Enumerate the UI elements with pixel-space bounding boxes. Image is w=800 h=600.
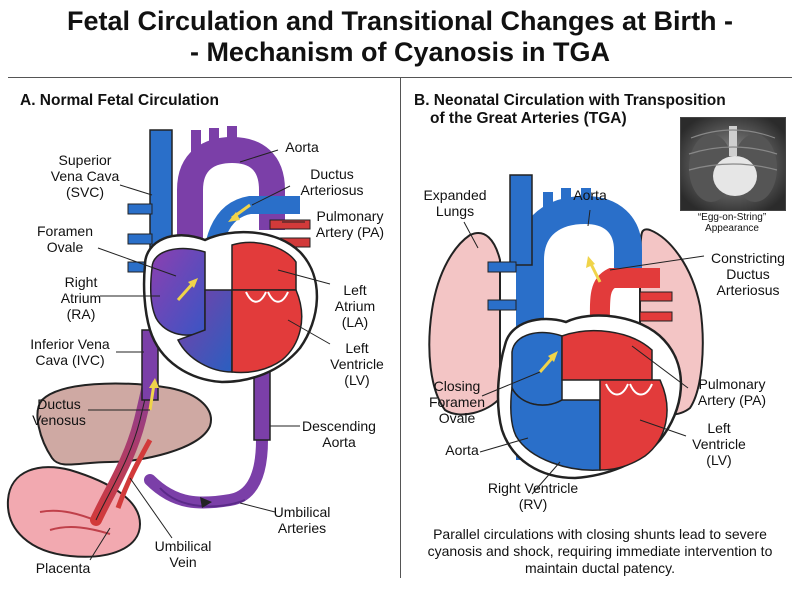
label-tga-pulmonary-artery: Pulmonary Artery (PA) xyxy=(697,376,767,408)
umbilical-arteries-vessel xyxy=(144,354,268,509)
title-line-2: - Mechanism of Cyanosis in TGA xyxy=(189,37,611,67)
label-svc: Superior Vena Cava (SVC) xyxy=(50,152,120,200)
label-ductus-arteriosus: Ductus Arteriosus xyxy=(300,166,364,198)
title-line-1: Fetal Circulation and Transitional Chang… xyxy=(66,6,734,36)
label-left-atrium: Left Atrium (LA) xyxy=(334,282,376,330)
label-expanded-lungs: Expanded Lungs xyxy=(423,187,487,219)
label-placenta: Placenta xyxy=(35,560,91,576)
panel-b-art xyxy=(428,174,705,495)
chest-xray-thumbnail xyxy=(680,117,786,211)
label-constricting-ductus: Constricting Ductus Arteriosus xyxy=(711,250,785,298)
panel-a-heading: A. Normal Fetal Circulation xyxy=(20,92,219,109)
label-tga-left-ventricle: Left Ventricle (LV) xyxy=(692,420,746,468)
title-divider xyxy=(8,77,792,78)
tga-aorta-vessel xyxy=(516,195,642,460)
label-tga-aorta-top: Aorta xyxy=(573,187,607,203)
label-umbilical-arteries: Umbilical Arteries xyxy=(273,504,331,536)
label-ivc: Inferior Vena Cava (IVC) xyxy=(30,336,110,368)
label-ductus-venosus: Ductus Venosus xyxy=(32,396,86,428)
label-closing-foramen-ovale: Closing Foramen Ovale xyxy=(428,378,486,426)
left-atrium-chamber xyxy=(231,241,297,291)
label-descending-aorta: Descending Aorta xyxy=(302,418,376,450)
panel-b-heading: B. Neonatal Circulation with Transpositi… xyxy=(414,92,726,127)
label-left-ventricle: Left Ventricle (LV) xyxy=(330,340,384,388)
tga-left-ventricle xyxy=(599,379,668,471)
label-tga-aorta-bottom: Aorta xyxy=(445,442,479,458)
right-atrium-chamber xyxy=(150,247,206,336)
label-foramen-ovale: Foramen Ovale xyxy=(36,223,94,255)
page-title: Fetal Circulation and Transitional Chang… xyxy=(0,6,800,68)
panel-a-art xyxy=(6,126,331,561)
label-aorta: Aorta xyxy=(285,139,319,155)
xray-caption: “Egg-on-String” Appearance xyxy=(697,212,767,234)
tga-right-ventricle xyxy=(510,385,601,471)
liver-shape xyxy=(36,382,212,466)
label-right-atrium: Right Atrium (RA) xyxy=(60,274,102,322)
label-pulmonary-artery: Pulmonary Artery (PA) xyxy=(315,208,385,240)
panel-divider xyxy=(400,78,401,578)
left-ventricle-chamber xyxy=(231,289,303,374)
ductus-venosus-arrow xyxy=(148,383,156,411)
tga-summary-text: Parallel circulations with closing shunt… xyxy=(427,526,773,576)
label-umbilical-vein: Umbilical Vein xyxy=(154,538,212,570)
tga-right-atrium xyxy=(511,331,563,406)
right-lung xyxy=(428,232,501,416)
label-tga-right-ventricle: Right Ventricle (RV) xyxy=(487,480,579,512)
